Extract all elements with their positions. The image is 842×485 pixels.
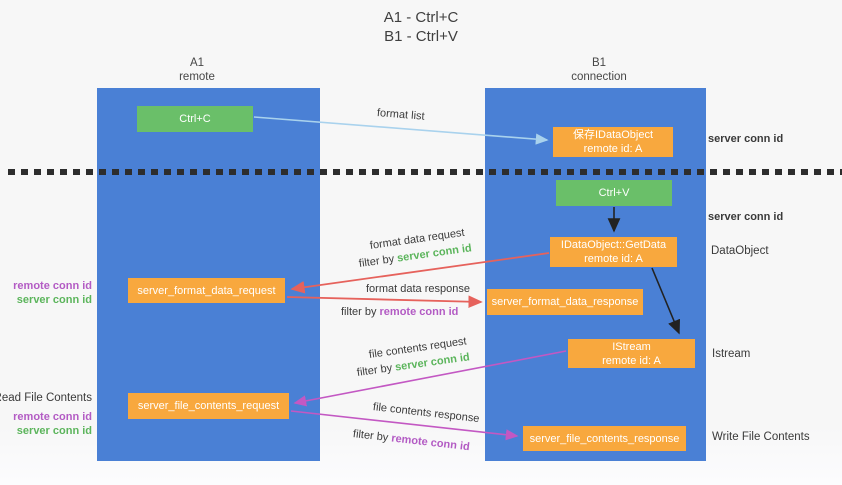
label-read-file-contents: Read File Contents (0, 392, 92, 404)
node-ctrl-v-label: Ctrl+V (598, 187, 630, 199)
server-conn-id-text: server conn id (16, 294, 92, 306)
node-save-dataobject-line1: 保存IDataObject (572, 129, 654, 141)
title-line-2: B1 - Ctrl+V (384, 28, 458, 45)
label-filter-by-remote-conn-id-1: filter by remote conn id (341, 306, 458, 318)
node-server-file-contents-request-label: server_file_contents_request (137, 400, 280, 412)
filter-by-text: filter by (352, 428, 389, 444)
node-idataobject-getdata: IDataObject::GetData remote id: A (550, 237, 677, 267)
filter-by-text: filter by (356, 362, 393, 379)
title-line-1: A1 - Ctrl+C (383, 9, 459, 26)
node-istream-line2: remote id: A (602, 354, 661, 367)
remote-conn-id-text: remote conn id (379, 306, 459, 318)
node-istream-line1: IStream (612, 340, 651, 353)
node-ctrl-c: Ctrl+C (137, 106, 253, 132)
node-server-file-contents-response-label: server_file_contents_response (529, 432, 680, 445)
node-getdata-line1: IDataObject::GetData (560, 239, 667, 251)
remote-conn-id-text: remote conn id (13, 411, 92, 423)
lane-a1-subtitle: remote (179, 71, 215, 83)
node-ctrl-c-label: Ctrl+C (179, 113, 211, 125)
node-ctrl-v: Ctrl+V (556, 180, 672, 206)
node-save-dataobject: 保存IDataObject remote id: A (553, 127, 673, 157)
lane-b1-subtitle: connection (571, 71, 627, 83)
lane-a1-name: A1 (189, 57, 205, 69)
diagram-title: A1 - Ctrl+C B1 - Ctrl+V (301, 8, 541, 46)
label-server-conn-id-right-mid: server conn id (708, 211, 784, 223)
node-getdata-line2: remote id: A (584, 253, 643, 265)
remote-conn-id-text: remote conn id (390, 432, 471, 454)
remote-conn-id-text: remote conn id (13, 280, 92, 292)
node-server-format-data-request: server_format_data_request (128, 278, 285, 303)
label-conn-id-pair-file: remote conn id server conn id (13, 410, 92, 438)
node-istream: IStream remote id: A (568, 339, 695, 368)
node-server-file-contents-request: server_file_contents_request (128, 393, 289, 419)
node-server-format-data-response: server_format_data_response (487, 289, 643, 315)
label-filter-by-remote-conn-id-2: filter by remote conn id (352, 428, 470, 453)
server-conn-id-text: server conn id (16, 425, 92, 437)
label-write-file-contents: Write File Contents (712, 431, 810, 443)
label-server-conn-id-right-top: server conn id (708, 133, 784, 145)
label-conn-id-pair-format: remote conn id server conn id (13, 279, 92, 307)
node-server-format-data-request-label: server_format_data_request (137, 284, 276, 297)
label-file-contents-response: file contents response (372, 401, 481, 426)
node-server-format-data-response-label: server_format_data_response (491, 296, 639, 308)
label-dataobject: DataObject (711, 245, 769, 257)
filter-by-text: filter by (341, 306, 377, 318)
node-save-dataobject-line2: remote id: A (583, 143, 643, 155)
lane-b1-name: B1 (591, 57, 607, 69)
label-istream: Istream (712, 348, 751, 360)
label-format-list: format list (376, 107, 426, 123)
node-server-file-contents-response: server_file_contents_response (523, 426, 686, 451)
filter-by-text: filter by (358, 253, 395, 270)
label-format-data-response: format data response (366, 283, 470, 295)
lane-header-b1: B1 connection (485, 56, 713, 84)
lane-header-a1: A1 remote (97, 56, 297, 84)
